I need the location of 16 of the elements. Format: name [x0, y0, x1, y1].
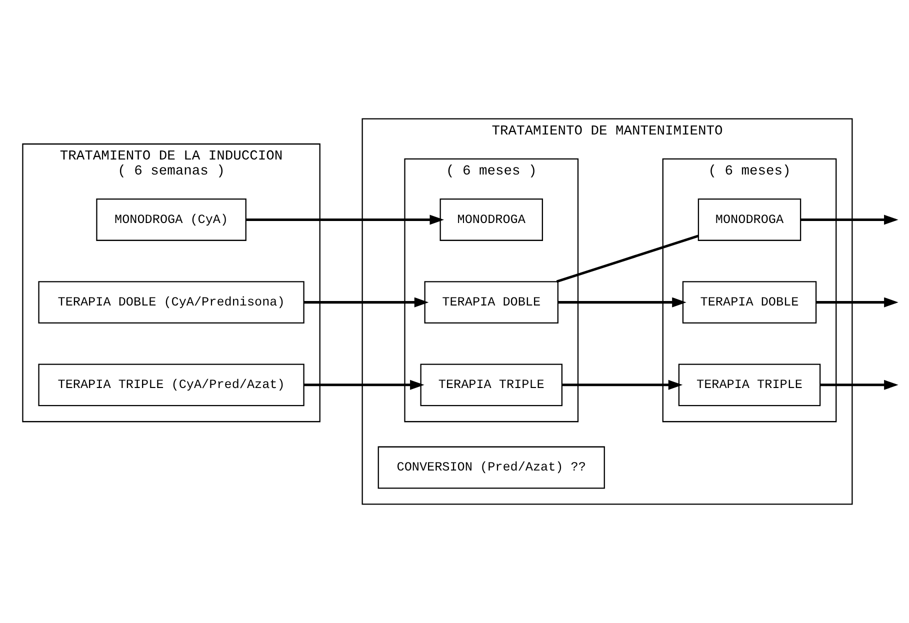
arrow: [562, 380, 683, 390]
node-box: CONVERSION (Pred/Azat) ??: [378, 446, 605, 489]
connector: [556, 234, 699, 283]
node-box: MONODROGA: [698, 198, 802, 241]
arrow: [304, 297, 429, 308]
node-box: TERAPIA TRIPLE: [678, 364, 821, 406]
node-box: MONODROGA: [440, 198, 543, 241]
node-box: TERAPIA TRIPLE: [420, 364, 562, 406]
arrow: [304, 380, 424, 390]
arrow: [246, 214, 444, 225]
node-box: TERAPIA DOBLE (CyA/Prednisona): [38, 281, 304, 324]
node-box: TERAPIA DOBLE: [682, 281, 817, 324]
node-box: TERAPIA DOBLE: [424, 281, 558, 324]
node-box: TERAPIA TRIPLE (CyA/Pred/Azat): [38, 364, 304, 406]
node-box: MONODROGA (CyA): [96, 198, 246, 241]
arrow: [558, 297, 686, 308]
